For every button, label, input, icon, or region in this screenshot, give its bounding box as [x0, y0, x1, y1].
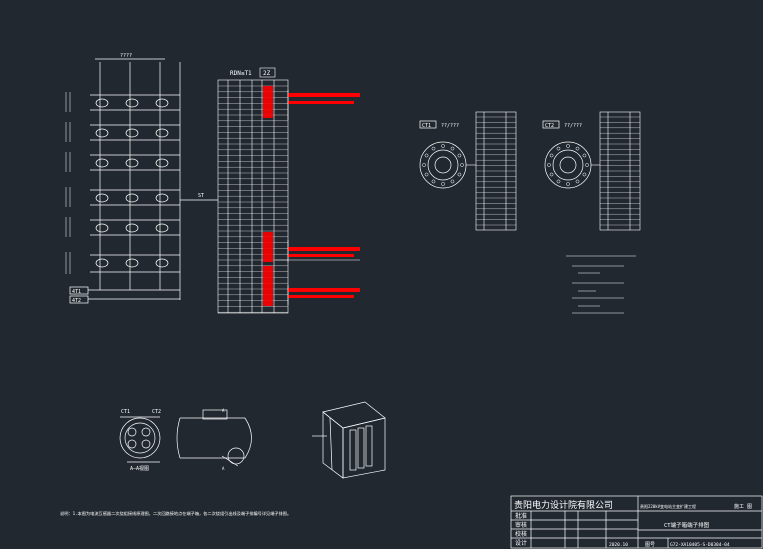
winding-row-4	[90, 189, 180, 206]
section-caption: A—A视图	[130, 465, 149, 472]
terminal-block-highlights	[263, 86, 273, 306]
terminal-box-isometric	[312, 401, 386, 479]
sheet-label: 图号	[645, 542, 655, 548]
svg-text:A: A	[222, 466, 225, 471]
symbol-legend	[566, 255, 636, 314]
title-block	[510, 495, 763, 549]
ring-terminal-dot	[585, 163, 589, 167]
ring-terminal-dot	[431, 179, 436, 184]
terminal-block-tag: 2Z	[263, 70, 271, 77]
ring-terminal-dot	[457, 153, 462, 158]
ring-terminal-dot	[460, 163, 464, 167]
wire-label-2: 4T2	[72, 298, 81, 304]
ct1-dim: ??/???	[441, 123, 459, 129]
terminal-block-rows	[218, 85, 288, 313]
title-project: 贵阳220kV变电站主变扩建工程	[640, 503, 696, 509]
winding-row-1	[90, 94, 180, 111]
title-row-label-review: 审核	[515, 521, 527, 529]
terminal-highlight-cell	[263, 232, 273, 262]
ring-terminal-dot	[547, 163, 551, 167]
ring-terminal-dot	[582, 172, 587, 177]
ring-terminal-dot	[441, 144, 445, 148]
title-company: 贵阳电力设计院有限公司	[514, 499, 613, 511]
wire-label-1: 4T1	[72, 289, 81, 295]
title-stage: 施工 图	[734, 503, 752, 510]
ct1-ring-terminals	[422, 144, 464, 186]
row-side-marks	[65, 92, 71, 274]
ring-terminal-dot	[450, 179, 455, 184]
terminal-block-label: RDN≤T1	[230, 70, 252, 77]
ct1-label: CT1	[422, 123, 431, 129]
ct-wiring-schematic: ????	[65, 53, 218, 304]
bushing-side-view: A A	[176, 408, 252, 471]
small-ct2-label: CT2	[152, 409, 161, 415]
ring-terminal-dot	[549, 172, 554, 177]
svg-text:A: A	[222, 408, 225, 413]
terminal-highlight-cell	[263, 86, 273, 118]
ring-terminal-dot	[441, 182, 445, 186]
winding-row-3	[90, 154, 180, 171]
ring-terminal-dot	[549, 153, 554, 158]
ring-terminal-dot	[424, 172, 429, 177]
ring-terminal-dot	[566, 182, 570, 186]
ring-terminal-dot	[457, 172, 462, 177]
wire-label-box-1	[69, 286, 89, 295]
terminal-block	[217, 67, 289, 314]
winding-row-5	[90, 219, 180, 236]
ct-cross-section	[119, 416, 161, 463]
title-row-label-design: 设计	[515, 539, 527, 547]
ct2-label: CT2	[545, 123, 554, 129]
drawing-date: 2020.10	[609, 542, 628, 548]
ring-terminal-dot	[424, 153, 429, 158]
ct1-terminal-rows	[476, 116, 516, 226]
small-ct1-label: CT1	[121, 409, 130, 415]
drawing-note: 说明：1.本图为电流互感器二次绕组接线原理图，二次回路接地点在端子箱，各二次绕组…	[60, 510, 291, 517]
drawing-number: G72-XA10405-S-D0304-04	[670, 542, 730, 548]
title-row-label-approve: 批准	[515, 512, 527, 520]
ring-terminal-dot	[575, 179, 580, 184]
wire-label-box-2	[69, 295, 89, 304]
left-dimension-text: ????	[120, 53, 132, 59]
ring-terminal-dot	[556, 146, 561, 151]
ring-terminal-dot	[450, 146, 455, 151]
ring-terminal-dot	[566, 144, 570, 148]
ct2-ring-terminals	[547, 144, 589, 186]
ring-terminal-dot	[431, 146, 436, 151]
ct2-dim: ??/???	[564, 123, 582, 129]
highlight-leaders	[288, 93, 360, 298]
winding-row-2	[90, 124, 180, 141]
winding-row-6	[90, 254, 180, 273]
ring-terminal-dot	[582, 153, 587, 158]
title-row-label-check: 校核	[515, 530, 527, 538]
ring-terminal-dot	[422, 163, 426, 167]
ct2-terminal-rows	[600, 116, 640, 226]
terminal-highlight-cell	[263, 266, 273, 306]
ring-terminal-dot	[575, 146, 580, 151]
st-label: ST	[198, 193, 204, 199]
drawing-title: CT端子箱端子排图	[664, 521, 710, 529]
ring-terminal-dot	[556, 179, 561, 184]
